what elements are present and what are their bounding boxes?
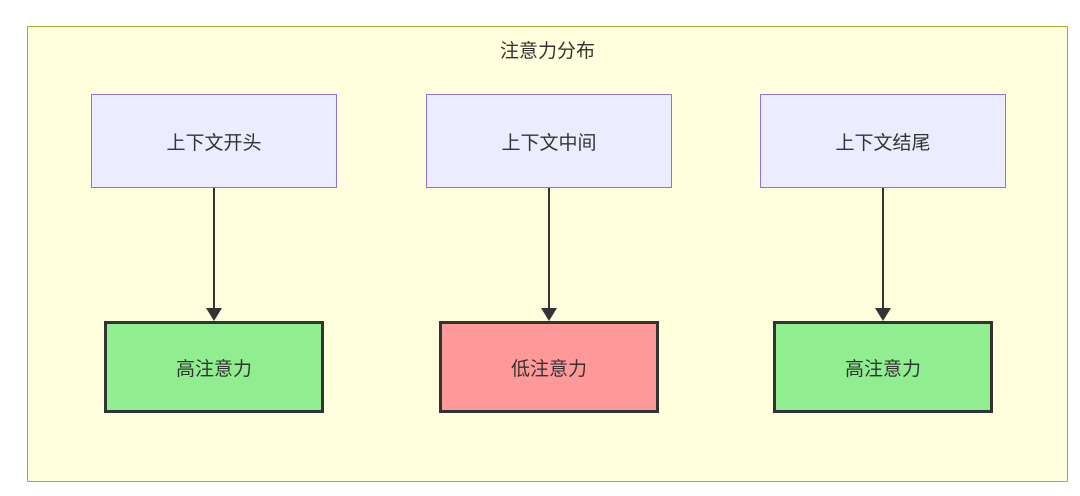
arrow-context-middle	[541, 188, 557, 321]
arrow-context-start	[206, 188, 222, 321]
flow-column-context-middle: 上下文中间 低注意力	[424, 94, 674, 413]
diagram-title: 注意力分布	[499, 41, 595, 62]
arrow-line	[548, 188, 550, 308]
node-context-middle: 上下文中间	[426, 94, 672, 188]
attention-distribution-diagram: 注意力分布 上下文开头 高注意力 上下文中间 低注意力 上下文结尾	[27, 26, 1068, 482]
node-context-start: 上下文开头	[91, 94, 337, 188]
node-high-attention-left: 高注意力	[104, 321, 324, 413]
arrow-head-icon	[206, 308, 222, 321]
arrow-line	[882, 188, 884, 308]
node-low-attention-middle: 低注意力	[439, 321, 659, 413]
flow-column-context-end: 上下文结尾 高注意力	[758, 94, 1008, 413]
arrow-context-end	[875, 188, 891, 321]
arrow-head-icon	[541, 308, 557, 321]
node-context-end: 上下文结尾	[760, 94, 1006, 188]
arrow-head-icon	[875, 308, 891, 321]
arrow-line	[213, 188, 215, 308]
node-high-attention-right: 高注意力	[773, 321, 993, 413]
flow-column-context-start: 上下文开头 高注意力	[89, 94, 339, 413]
